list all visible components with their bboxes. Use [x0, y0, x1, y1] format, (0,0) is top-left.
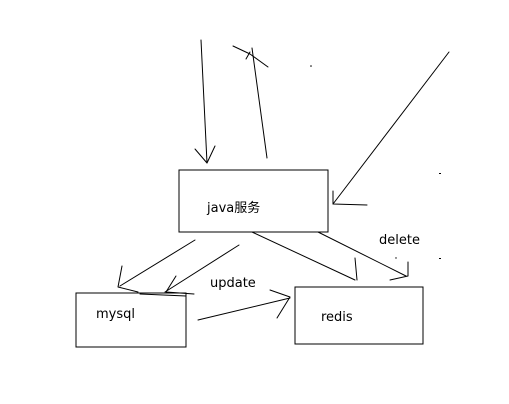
edge-label-delete: delete [379, 233, 420, 248]
arrow-response-out [232, 45, 269, 159]
arrow-java-to-redis [251, 231, 409, 281]
stray-marks [310, 65, 441, 259]
arrow-request-in [194, 39, 216, 164]
arrow-external-in [332, 51, 450, 206]
node-java-service: java服务 [178, 169, 329, 233]
node-mysql: mysql [75, 292, 187, 348]
arrow-mysql-to-redis [197, 289, 291, 321]
edge-label-update: update [210, 276, 256, 291]
node-mysql-label: mysql [96, 307, 135, 322]
arrow-java-to-mysql [117, 239, 240, 295]
node-java-service-label: java服务 [206, 200, 260, 216]
node-redis: redis [294, 286, 424, 345]
node-redis-label: redis [321, 310, 353, 325]
connector-mysql-top [139, 293, 187, 297]
